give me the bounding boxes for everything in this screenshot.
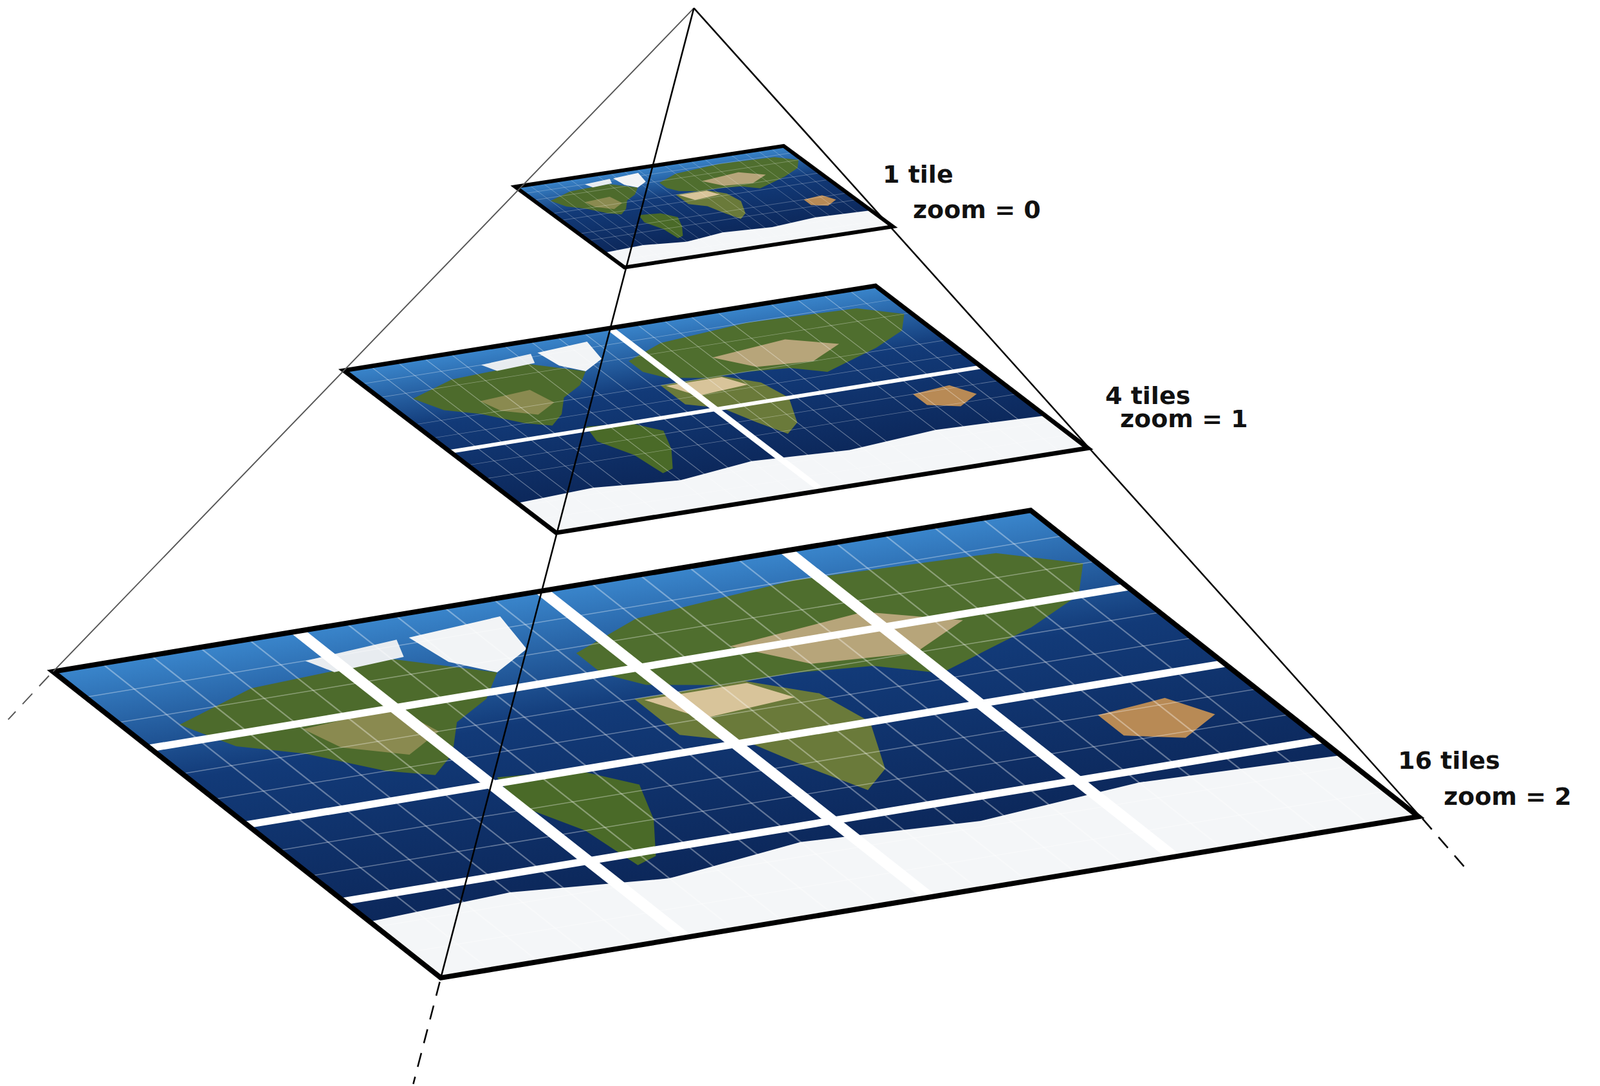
zoom-label: zoom = 0	[912, 195, 1041, 224]
zoom-label: 1 tile	[882, 160, 954, 189]
zoom-label: zoom = 2	[1443, 782, 1572, 811]
zoom-label: 16 tiles	[1397, 746, 1501, 775]
zoom-label: zoom = 1	[1120, 404, 1249, 433]
